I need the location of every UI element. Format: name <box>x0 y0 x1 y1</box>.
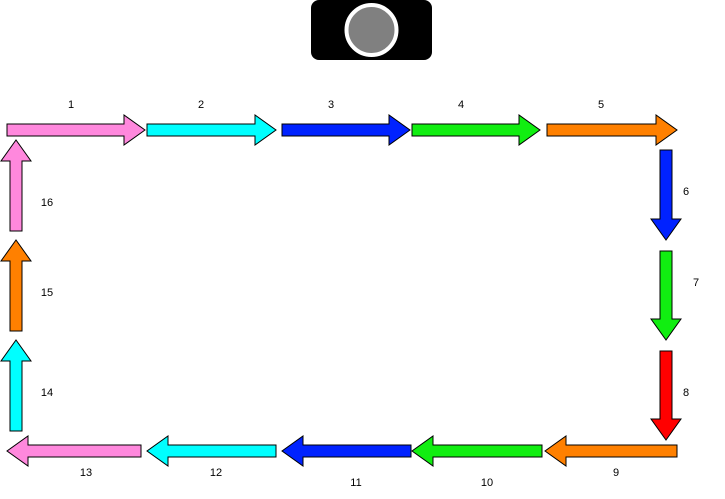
arrow-label-10: 10 <box>481 477 493 489</box>
arrow-9-left <box>544 435 678 467</box>
arrow-8-down <box>650 350 682 441</box>
arrow-1-right <box>6 114 146 146</box>
round-button-icon[interactable] <box>344 3 399 57</box>
arrow-7-down <box>650 250 682 341</box>
arrow-label-16: 16 <box>41 197 53 209</box>
arrow-label-1: 1 <box>68 99 74 111</box>
arrow-label-8: 8 <box>683 387 689 399</box>
arrow-3-right <box>281 114 411 146</box>
arrow-sequence <box>0 114 682 467</box>
arrow-label-4: 4 <box>458 99 464 111</box>
arrow-label-12: 12 <box>210 467 222 479</box>
arrow-14-up <box>0 339 32 432</box>
arrow-label-5: 5 <box>598 99 604 111</box>
arrow-label-11: 11 <box>350 477 361 489</box>
arrow-label-2: 2 <box>198 99 204 111</box>
arrow-label-3: 3 <box>328 99 334 111</box>
arrow-16-up <box>0 139 32 232</box>
arrow-15-up <box>0 239 32 332</box>
arrow-label-7: 7 <box>693 277 699 289</box>
arrow-11-left <box>281 435 412 467</box>
arrow-13-left <box>6 435 142 467</box>
arrow-label-6: 6 <box>683 186 689 198</box>
arrow-4-right <box>411 114 541 146</box>
device <box>311 0 432 60</box>
arrow-label-13: 13 <box>80 467 92 479</box>
arrow-5-right <box>546 114 678 146</box>
arrow-2-right <box>146 114 277 146</box>
arrow-10-left <box>411 435 543 467</box>
arrow-label-15: 15 <box>41 287 53 299</box>
arrow-label-9: 9 <box>613 467 619 479</box>
arrow-label-14: 14 <box>41 387 53 399</box>
arrow-6-down <box>650 149 682 241</box>
arrow-12-left <box>146 435 277 467</box>
